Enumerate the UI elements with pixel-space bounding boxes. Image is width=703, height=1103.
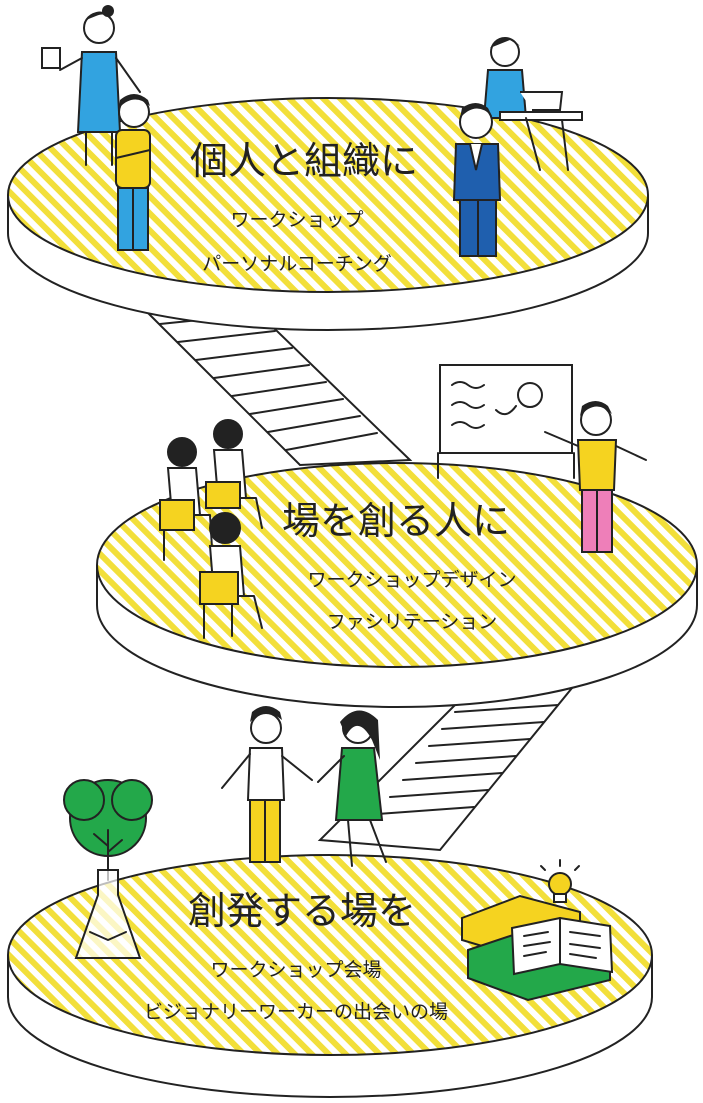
tier-2-title: 場を創る人に xyxy=(282,499,510,543)
tier-2-item-2: ファシリテーション xyxy=(327,611,498,633)
tree-flask-icon xyxy=(63,779,153,959)
whiteboard-icon xyxy=(437,364,575,479)
person-seated-3 xyxy=(199,512,263,639)
books-icon xyxy=(461,894,614,1002)
tier-3-item-1: ワークショップ会場 xyxy=(210,959,381,981)
person-handshake-right xyxy=(317,710,387,867)
tier-2-labels: 場を創る人に ワークショップデザイン ファシリテーション xyxy=(282,499,517,633)
person-presenter xyxy=(544,401,647,553)
tier-1-item-2: パーソナルコーチング xyxy=(202,253,392,275)
person-arms-crossed xyxy=(115,94,151,251)
tier-3-platform xyxy=(7,854,653,1098)
tier-3-title: 創発する場を xyxy=(188,889,416,933)
lightbulb-icon xyxy=(540,859,580,903)
tier-1-title: 個人と組織に xyxy=(190,139,418,183)
person-businessman xyxy=(452,103,502,257)
person-seated-2 xyxy=(205,419,263,529)
tier-1-labels: 個人と組織に ワークショップ パーソナルコーチング xyxy=(190,139,418,275)
person-desk-laptop xyxy=(482,37,583,171)
tier-3-labels: 創発する場を ワークショップ会場 ビジョナリーワーカーの出会いの場 xyxy=(144,889,448,1023)
tier-2-platform xyxy=(96,462,698,708)
tier-3-item-2: ビジョナリーワーカーの出会いの場 xyxy=(144,1001,448,1023)
tier-1-item-1: ワークショップ xyxy=(230,209,363,231)
tier-2-item-1: ワークショップデザイン xyxy=(307,569,516,591)
person-barista xyxy=(41,5,141,166)
person-seated-1 xyxy=(159,437,213,561)
person-handshake-left xyxy=(221,706,313,863)
